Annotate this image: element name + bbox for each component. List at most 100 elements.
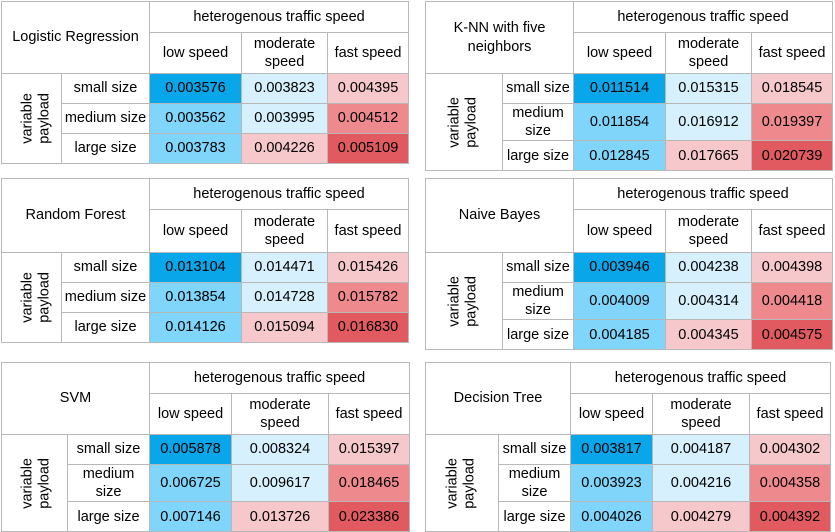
row-header: small size [66,434,151,465]
heatmap-cell: 0.004185 [573,319,666,351]
row-header: large size [501,140,575,172]
heatmap-cell: 0.015315 [665,73,753,104]
row-group-label: variable payload [1,73,62,164]
heatmap-cell: 0.003823 [241,73,329,104]
heatmap-cell: 0.013726 [231,501,330,532]
heatmap-cell: 0.004279 [652,501,750,532]
column-group-header: heterogenous traffic speed [573,1,834,33]
heatmap-cell: 0.004418 [750,281,834,321]
heatmap-cell: 0.012845 [573,140,667,172]
heatmap-cell: 0.004226 [241,133,329,164]
column-group-header: heterogenous traffic speed [572,178,834,210]
heatmap-cell: 0.015094 [241,312,328,343]
column-header: fast speed [751,32,834,74]
row-header: small size [502,252,574,283]
heatmap-cell: 0.004392 [748,501,832,532]
heatmap-cell: 0.004358 [748,463,832,503]
heatmap-cell: 0.015782 [326,282,410,313]
column-header: low speed [573,209,666,253]
model-title: SVM [0,362,151,435]
heatmap-cell: 0.005878 [149,434,233,465]
column-header: moderate speed [665,209,752,253]
column-group-header: heterogenous traffic speed [148,178,410,210]
row-header: large size [61,312,150,343]
row-header: small size [61,252,150,283]
row-group-label: variable payload [1,252,62,343]
heatmap-cell: 0.004314 [665,281,752,321]
heatmap-cell: 0.008324 [231,434,330,465]
heatmap-cell: 0.004398 [750,252,834,283]
column-header: fast speed [328,393,411,435]
column-header: fast speed [750,209,834,253]
heatmap-cell: 0.011854 [573,102,667,142]
heatmap-cell: 0.003562 [149,103,243,134]
model-title: Logistic Regression [0,1,151,74]
row-group-label: variable payload [425,433,499,532]
column-header: moderate speed [241,32,329,74]
heatmap-cell: 0.004216 [652,463,750,503]
row-group-label-text: variable payload [19,457,53,509]
model-title: Decision Tree [425,362,571,435]
column-header: moderate speed [241,209,328,253]
heatmap-cell: 0.004238 [665,252,752,283]
model-title: Random Forest [1,178,150,253]
heatmap-cell: 0.018465 [328,463,411,503]
heatmap-cell: 0.023386 [328,501,411,532]
row-group-label: variable payload [425,251,503,351]
heatmap-cell: 0.006725 [149,463,233,503]
row-header: medium size [61,282,150,313]
column-header: moderate speed [652,393,750,435]
row-header: small size [498,434,571,465]
heatmap-cell: 0.003995 [241,103,329,134]
row-header: large size [498,501,571,532]
heatmap-cell: 0.020739 [751,140,834,172]
heatmap-cell: 0.003576 [149,73,243,104]
heatmap-cell: 0.003923 [570,463,653,503]
heatmap-cell: 0.003946 [573,252,666,283]
heatmap-cell: 0.004026 [570,501,653,532]
heatmap-cell: 0.016912 [665,102,753,142]
row-group-label-text: variable payload [19,272,53,323]
heatmap-cell: 0.007146 [149,501,233,532]
column-header: fast speed [748,393,832,435]
heatmap-cell: 0.004575 [750,319,834,351]
heatmap-cell: 0.004395 [327,73,410,104]
column-group-header: heterogenous traffic speed [569,362,832,394]
heatmap-cell: 0.003817 [570,434,653,465]
heatmap-cell: 0.009617 [231,463,330,503]
row-header: large size [60,133,151,164]
column-header: fast speed [327,32,410,74]
heatmap-cell: 0.005109 [327,133,410,164]
heatmap-cell: 0.019397 [751,102,834,142]
column-header: moderate speed [231,393,330,435]
heatmap-cell: 0.015426 [326,252,410,283]
heatmap-cell: 0.003783 [149,133,243,164]
row-group-label-text: variable payload [446,96,480,148]
heatmap-cell: 0.013104 [149,252,242,283]
column-header: low speed [149,32,243,74]
heatmap-cell: 0.014728 [241,282,328,313]
row-header: medium size [60,103,151,134]
row-group-label: variable payload [1,433,68,532]
model-title: K-NN with five neighbors [424,1,575,74]
column-header: low speed [570,393,653,435]
column-header: low speed [149,393,233,435]
row-header: large size [66,501,151,532]
row-header: medium size [501,102,575,142]
row-header: large size [502,319,574,351]
column-group-header: heterogenous traffic speed [149,362,411,394]
row-group-label: variable payload [425,72,503,172]
row-group-label-text: variable payload [19,93,53,144]
heatmap-cell: 0.011514 [573,73,667,104]
row-group-label-text: variable payload [444,457,478,509]
row-header: medium size [502,281,574,321]
row-header: small size [501,73,575,104]
heatmap-cell: 0.004512 [327,103,410,134]
model-title: Naive Bayes [425,178,574,253]
column-header: moderate speed [665,32,753,74]
row-header: small size [60,73,151,104]
column-group-header: heterogenous traffic speed [149,1,410,33]
